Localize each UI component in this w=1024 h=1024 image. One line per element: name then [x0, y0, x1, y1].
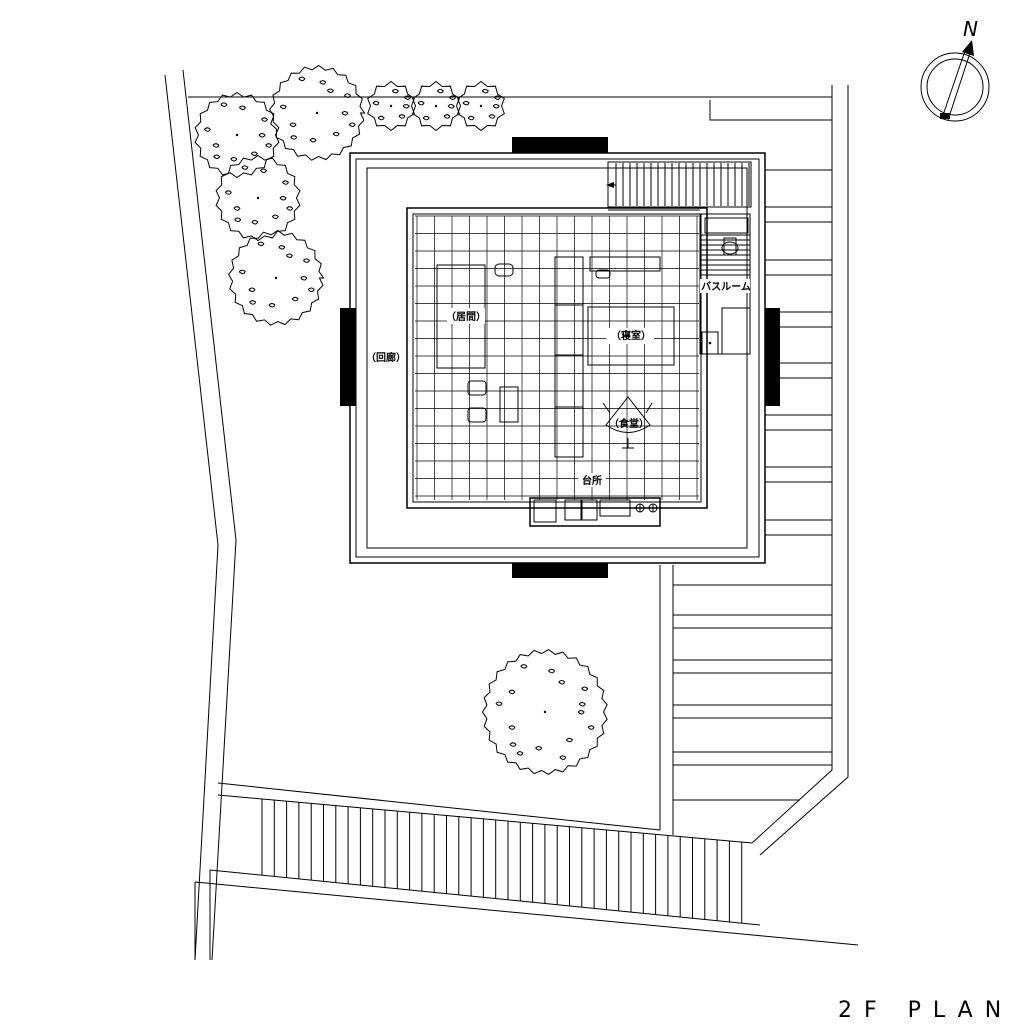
room-label-bedroom: （寝室）: [611, 329, 651, 342]
tree-icon: [457, 80, 505, 132]
north-label: N: [963, 17, 978, 41]
north-stairs: [606, 161, 752, 208]
room-label-dining: （食堂）: [609, 417, 649, 430]
room-label-living: （居間）: [446, 310, 486, 323]
site-boundary: [164, 69, 849, 961]
room-label-corridor: （回廊）: [366, 351, 406, 364]
tree-icon: [194, 91, 280, 179]
room-label-kitchen: 台所: [582, 474, 602, 487]
tree-icon: [367, 80, 415, 132]
compass-north-arrow-icon: N: [920, 17, 990, 122]
room-labels: （居間） （寝室） （回廊） バスルーム （食堂） 台所: [366, 279, 751, 487]
south-slope: [194, 782, 859, 960]
tree-icon: [412, 80, 460, 132]
house-structure: [340, 137, 780, 578]
tree-icon: [227, 229, 325, 326]
tree-icon: [268, 64, 366, 161]
room-label-bathroom: バスルーム: [701, 281, 751, 293]
trees: [194, 64, 608, 775]
furniture: [436, 209, 700, 527]
tree-icon: [481, 649, 608, 775]
east-terraces: [659, 169, 832, 835]
drawing-title: 2F PLAN: [838, 998, 1013, 1023]
